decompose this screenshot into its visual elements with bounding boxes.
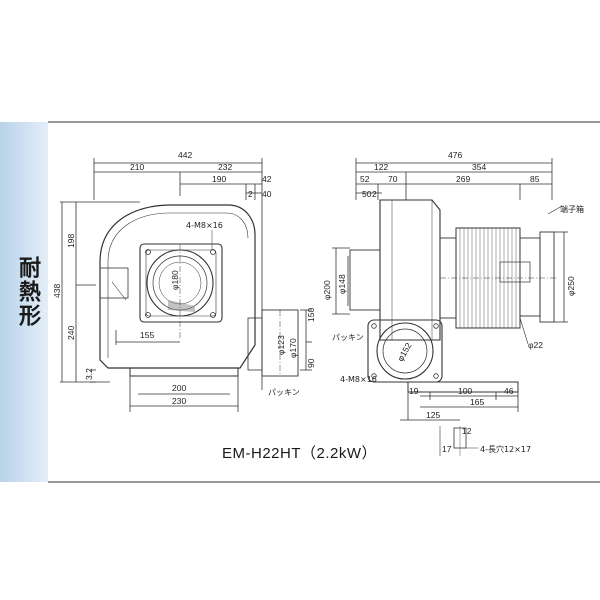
front-dim-upper: 198 <box>66 234 76 248</box>
model-title: EM-H22HT（2.2kW） <box>222 445 378 462</box>
side-dim-122: 122 <box>374 162 388 172</box>
front-packing-label: パッキン <box>268 388 300 397</box>
side-dim-100: 100 <box>458 386 472 396</box>
front-dim-42: 42 <box>262 174 272 184</box>
side-dim-354: 354 <box>472 162 486 172</box>
side-terminal-label: 端子箱 <box>560 204 584 214</box>
side-dim-overall-width: 476 <box>448 150 462 160</box>
front-dim-150: 150 <box>306 308 316 322</box>
side-dim-125: 125 <box>426 410 440 420</box>
side-slot-label: 4-長穴12×17 <box>480 444 531 454</box>
side-dim-85: 85 <box>530 174 540 184</box>
side-dim-19: 19 <box>409 386 419 396</box>
side-dim-269: 269 <box>456 174 470 184</box>
front-dim-2: 2 <box>248 189 253 199</box>
side-label: 耐熱形 <box>15 256 40 328</box>
side-dim-12: 12 <box>462 426 472 436</box>
side-tab <box>0 122 48 482</box>
front-dim-155: 155 <box>140 330 154 340</box>
front-dim-overall-width: 442 <box>178 150 192 160</box>
side-dim-52: 52 <box>360 174 370 184</box>
side-dim-165: 165 <box>470 397 484 407</box>
front-dim-90: 90 <box>306 358 316 368</box>
side-dim-50: 50 <box>362 189 372 199</box>
front-dia-123: φ123 <box>276 335 286 355</box>
front-dim-190: 190 <box>212 174 226 184</box>
front-dim-lower: 240 <box>66 326 76 340</box>
side-dim-17: 17 <box>442 444 452 454</box>
front-dim-200: 200 <box>172 383 186 393</box>
front-dim-right: 232 <box>218 162 232 172</box>
side-dia-250: φ250 <box>566 276 576 296</box>
front-dia-170: φ170 <box>288 338 298 358</box>
front-dim-height: 438 <box>52 284 62 298</box>
front-dia-inlet: φ180 <box>170 270 180 290</box>
front-dim-base: 3.2 <box>84 368 94 380</box>
front-bolt-label: 4-M8×16 <box>186 221 223 230</box>
side-dim-2: 2 <box>372 189 377 199</box>
side-dia-152: φ152 <box>395 341 414 363</box>
side-view <box>332 158 568 456</box>
front-view <box>60 158 312 412</box>
side-dia-22: φ22 <box>528 340 543 350</box>
side-dim-46: 46 <box>504 386 514 396</box>
side-bolt-label: 4-M8×16 <box>340 375 377 384</box>
front-dim-40: 40 <box>262 189 272 199</box>
side-dia-200: φ200 <box>322 280 332 300</box>
side-packing-label: パッキン <box>332 333 364 342</box>
side-dim-70: 70 <box>388 174 398 184</box>
side-dia-148: φ148 <box>337 274 347 294</box>
front-dim-left: 210 <box>130 162 144 172</box>
front-dim-230: 230 <box>172 396 186 406</box>
